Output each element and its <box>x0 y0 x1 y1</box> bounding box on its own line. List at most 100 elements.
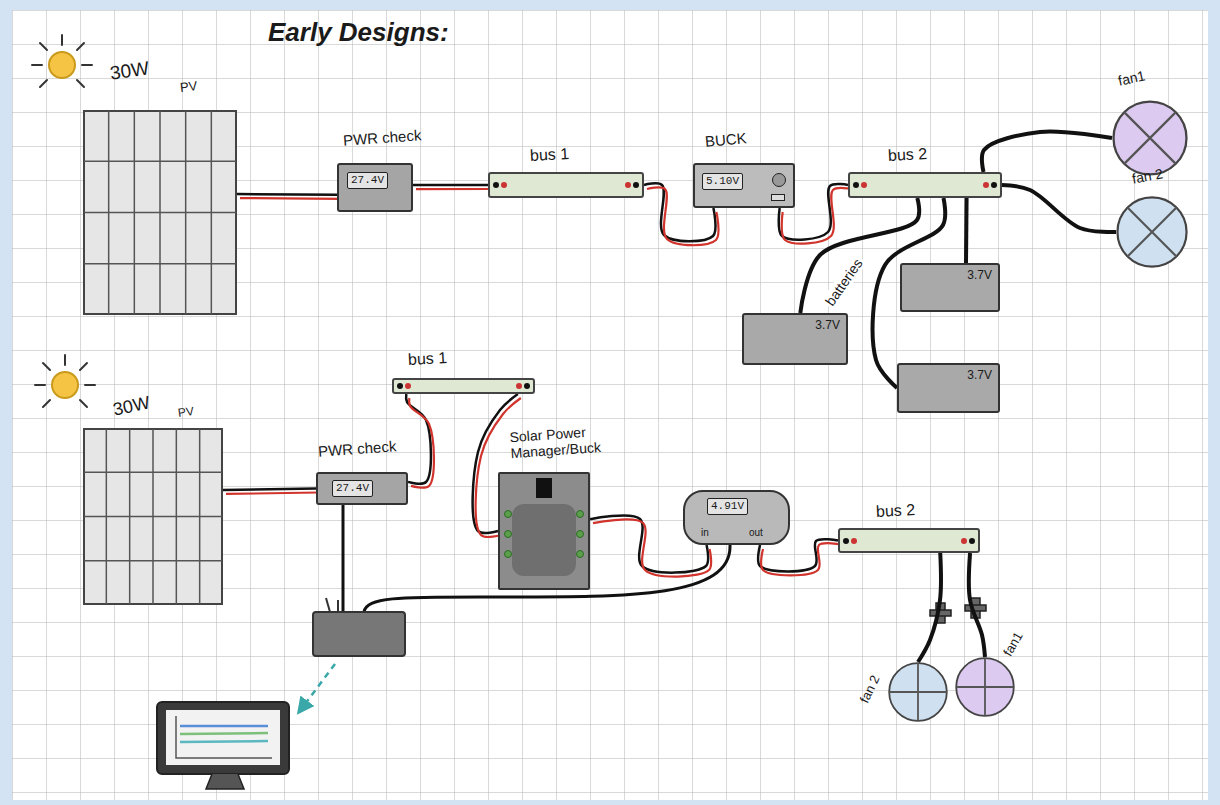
part-label: PWR check <box>317 437 396 460</box>
wire-connector <box>1002 185 1116 232</box>
bus-bar: bus 1 <box>392 378 535 394</box>
fan-circle: fan1 <box>1112 100 1188 176</box>
board-pad <box>576 550 584 558</box>
terminal-dot <box>516 383 522 389</box>
board-area <box>512 504 576 576</box>
wire-connector <box>406 394 434 488</box>
part-label: fan1 <box>1001 630 1027 659</box>
wire-path <box>1002 185 1116 232</box>
voltage-display: 4.91V in out <box>683 490 790 545</box>
diagram-title: Early Designs: <box>268 18 449 48</box>
wire-path-red <box>240 197 340 200</box>
wire-connector <box>966 198 968 263</box>
terminal-dot <box>501 182 507 188</box>
panel-outline <box>83 110 237 315</box>
graph-grid <box>12 10 1208 800</box>
wire-path <box>964 198 969 263</box>
wire-path <box>223 489 316 490</box>
fan-symbol <box>1116 196 1188 268</box>
wire-path-red <box>226 493 319 494</box>
part-label: fan1 <box>1117 67 1147 88</box>
terminal-dot <box>961 538 967 544</box>
wire-connector <box>223 489 319 494</box>
inner-label: in <box>701 527 709 539</box>
terminal-dot <box>843 538 849 544</box>
part-label: PV <box>177 405 195 421</box>
display-reading: 4.91V <box>707 498 748 515</box>
wire-path-red <box>416 188 491 190</box>
switch-button <box>771 194 785 201</box>
board-chip <box>536 478 552 498</box>
fan-symbol <box>888 662 948 722</box>
part-label: 3.7V <box>967 269 992 283</box>
part-label: 3.7V <box>967 369 992 383</box>
board-pad <box>576 530 584 538</box>
sun-icon <box>32 35 92 87</box>
wire-path <box>237 193 337 196</box>
paper <box>12 10 1208 800</box>
terminal-dot <box>851 538 857 544</box>
wire-connector <box>413 185 491 189</box>
meter-box: PWR check27.4V <box>316 472 408 505</box>
bus-bar: bus 2 <box>838 528 980 553</box>
wire-connector <box>982 132 1112 172</box>
panel-outline <box>83 428 223 605</box>
fan-symbol <box>1112 100 1188 176</box>
part-label: bus 1 <box>408 349 448 369</box>
terminal-dot <box>625 182 631 188</box>
meter-box: BUCK5.10V <box>693 163 795 208</box>
terminal-dot <box>969 538 975 544</box>
wire-path <box>918 553 941 662</box>
board-pad <box>504 530 512 538</box>
monitor-icon <box>157 702 289 789</box>
part-label: 30W <box>109 57 151 84</box>
bus-bar: bus 1 <box>488 172 644 198</box>
wire-path <box>413 184 488 187</box>
inner-label: out <box>749 527 763 539</box>
bus-bar: bus 2 <box>848 172 1002 198</box>
data-logger <box>313 598 405 656</box>
fan-symbol <box>955 657 1015 717</box>
wire-path-red <box>761 543 841 575</box>
fan-circle: fan1 <box>955 657 1015 717</box>
wire-path-red <box>409 398 434 488</box>
fan-circle: fan 2 <box>1116 196 1188 268</box>
terminal-dot <box>524 383 530 389</box>
board-pad <box>504 550 512 558</box>
display-reading: 27.4V <box>347 172 388 189</box>
terminal-dot <box>405 383 411 389</box>
part-label: bus 2 <box>876 501 916 521</box>
wire-connector <box>969 553 985 657</box>
adjust-knob <box>772 173 786 187</box>
wire-connector <box>237 194 340 199</box>
meter-box: PWR check27.4V <box>337 163 413 212</box>
solar-panel: 30WPV <box>83 428 223 605</box>
battery-box: 3.7V <box>900 263 1000 312</box>
solar-panel: 30WPV <box>83 110 237 315</box>
power-manager-board: Solar Power Manager/Buck <box>498 472 590 590</box>
wire-connector <box>918 553 941 662</box>
board-pad <box>504 510 512 518</box>
part-label: PV <box>179 79 198 96</box>
data-arrow <box>299 664 335 712</box>
board-pad <box>576 510 584 518</box>
part-label: bus 1 <box>530 145 570 165</box>
sun-icon <box>35 355 95 407</box>
terminal-dot <box>983 182 989 188</box>
terminal-dot <box>853 182 859 188</box>
part-label: PWR check <box>342 126 421 149</box>
wire-path <box>969 553 985 657</box>
terminal-dot <box>633 182 639 188</box>
terminal-dot <box>991 182 997 188</box>
fan-circle: fan 2 <box>888 662 948 722</box>
part-label: 3.7V <box>815 319 840 333</box>
battery-box: 3.7V <box>897 363 1000 413</box>
display-reading: 27.4V <box>332 480 373 497</box>
part-label: BUCK <box>704 129 747 150</box>
part-label: fan 2 <box>858 673 884 706</box>
part-label: bus 2 <box>888 145 928 165</box>
group-label: batteries <box>821 254 867 310</box>
terminal-dot <box>493 182 499 188</box>
part-label: 30W <box>111 392 152 420</box>
